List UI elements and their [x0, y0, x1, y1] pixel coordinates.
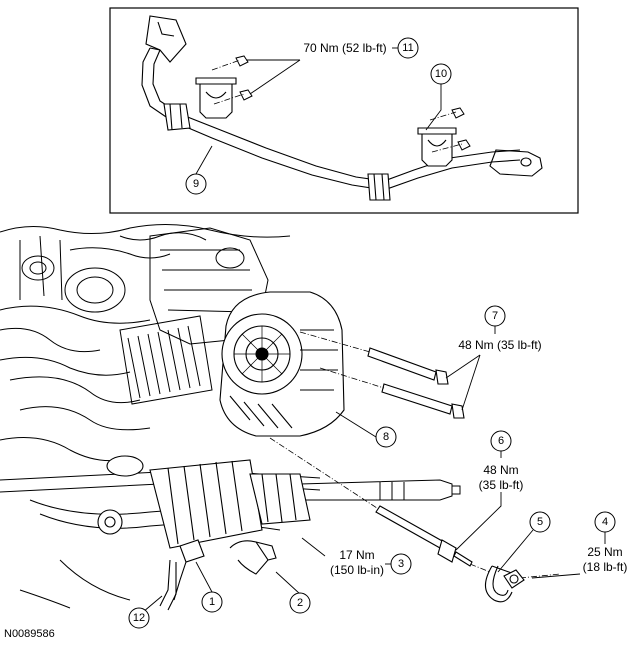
- callout-8-number: 8: [383, 431, 389, 443]
- torque-spec-4-line1: 25 Nm: [587, 545, 622, 559]
- callout-6-number: 6: [498, 435, 504, 447]
- torque-spec-7: 48 Nm (35 lb-ft): [458, 338, 541, 352]
- wiring-harness: [159, 559, 177, 611]
- callout-4-circle: [594, 511, 616, 533]
- callout-11-circle: [397, 37, 419, 59]
- callout-5-number: 5: [537, 516, 543, 528]
- callout-1-circle: [201, 591, 223, 613]
- stabilizer-bar-inset: [109, 7, 579, 214]
- callout-12-circle: [128, 607, 150, 629]
- callout-10-number: 10: [435, 68, 447, 80]
- torque-spec-11: 70 Nm (52 lb-ft): [303, 41, 386, 55]
- stud: [375, 505, 473, 567]
- torque-spec-3-line2: (150 lb-in): [330, 563, 384, 577]
- figure-id: N0089586: [4, 628, 55, 640]
- callout-9-circle: [185, 173, 207, 195]
- bolt-alignment-lines: [269, 331, 561, 579]
- hose: [229, 540, 277, 575]
- stabilizer-bracket-right: [417, 127, 457, 167]
- callout-7-number: 7: [492, 310, 498, 322]
- callout-1-number: 1: [209, 596, 215, 608]
- connector: [173, 539, 205, 601]
- alternator: [219, 291, 345, 437]
- alternator-bolts: [367, 347, 465, 419]
- callout-3-circle: [390, 553, 412, 575]
- bar-bushing-right: [367, 173, 391, 201]
- torque-spec-3-line1: 17 Nm: [339, 548, 374, 562]
- callout-11-number: 11: [402, 42, 413, 54]
- callout-9-number: 9: [193, 178, 199, 190]
- callout-10-circle: [430, 63, 452, 85]
- bracket-nuts: [235, 55, 471, 151]
- callout-2-number: 2: [297, 597, 303, 609]
- torque-spec-4-line2: (18 lb-ft): [583, 560, 628, 574]
- nut: [503, 569, 525, 589]
- callout-circles: [128, 37, 616, 629]
- callout-4-number: 4: [602, 516, 608, 528]
- callout-6-circle: [490, 430, 512, 452]
- stabilizer-bracket-left: [195, 77, 237, 119]
- leader-lines: [142, 47, 606, 613]
- steering-rack-boots: [97, 455, 311, 549]
- torque-spec-6-line2: (35 lb-ft): [479, 478, 524, 492]
- callout-7-circle: [484, 305, 506, 327]
- callout-5-circle: [529, 511, 551, 533]
- callout-12-number: 12: [133, 612, 145, 624]
- bar-bushing-left: [163, 103, 191, 131]
- callout-3-number: 3: [398, 558, 404, 570]
- callout-8-circle: [375, 426, 397, 448]
- torque-spec-6-line1: 48 Nm: [483, 463, 518, 477]
- callout-2-circle: [289, 592, 311, 614]
